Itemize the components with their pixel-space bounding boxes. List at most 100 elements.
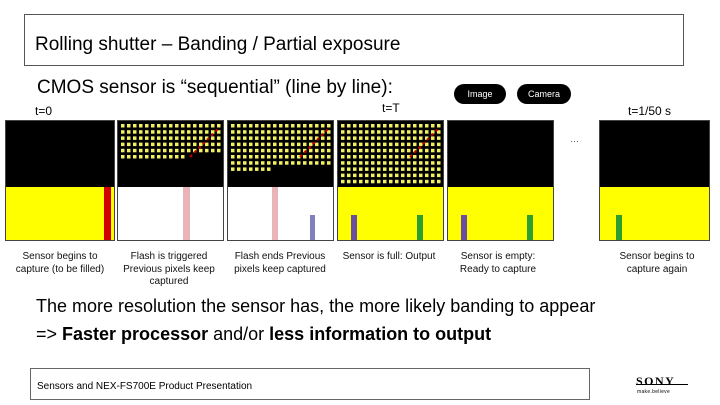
sensor-pixel bbox=[217, 148, 221, 153]
sensor-pixel bbox=[205, 148, 209, 153]
sensor-pixel bbox=[437, 161, 441, 165]
sensor-pixel bbox=[315, 142, 319, 147]
sensor-pixel bbox=[383, 155, 387, 159]
sensor-pixel bbox=[437, 179, 441, 184]
sensor-pixel bbox=[205, 136, 209, 140]
sensor-pixel bbox=[395, 142, 399, 147]
sensor-pixel bbox=[321, 142, 325, 147]
sensor-pixel bbox=[341, 161, 345, 165]
sensor-pixel bbox=[249, 167, 253, 171]
sensor-pixel bbox=[267, 148, 271, 153]
sensor-pixel bbox=[383, 148, 387, 153]
sensor-pixel bbox=[187, 148, 191, 153]
sensor-pixel bbox=[359, 124, 363, 128]
sensor-pixel bbox=[315, 148, 319, 153]
sensor-pixel bbox=[365, 167, 369, 171]
sensor-pixel bbox=[205, 124, 209, 128]
sensor-pixel bbox=[365, 155, 369, 159]
sensor-pixel bbox=[389, 179, 393, 184]
sensor-panel-2 bbox=[117, 120, 224, 241]
sensor-pixel bbox=[231, 167, 235, 171]
sensor-pixel bbox=[395, 173, 399, 178]
sensor-pixel bbox=[169, 148, 173, 153]
sensor-panel-3 bbox=[227, 120, 334, 241]
sensor-pixel bbox=[413, 179, 417, 184]
sensor-pixel bbox=[303, 148, 307, 153]
sensor-pixel bbox=[383, 130, 387, 134]
sensor-pixel bbox=[437, 167, 441, 171]
sensor-pixel bbox=[401, 167, 405, 171]
sensor-pixel bbox=[145, 130, 149, 134]
sensor-pixel bbox=[347, 161, 351, 165]
sensor-pixel bbox=[151, 136, 155, 140]
sensor-pixel bbox=[303, 142, 307, 147]
sensor-pixel bbox=[377, 124, 381, 128]
sensor-pixel bbox=[359, 179, 363, 184]
sensor-pixel bbox=[383, 179, 387, 184]
sensor-pixel bbox=[377, 148, 381, 153]
sensor-pixel bbox=[181, 124, 185, 128]
sensor-pixel bbox=[151, 155, 155, 159]
sensor-pixel bbox=[371, 173, 375, 178]
sensor-pixel bbox=[243, 167, 247, 171]
sensor-pixel bbox=[169, 136, 173, 140]
sensor-pixel bbox=[347, 136, 351, 140]
sensor-pixel bbox=[359, 173, 363, 178]
sensor-pixel bbox=[231, 148, 235, 153]
camera-badge: Camera bbox=[517, 84, 571, 104]
sensor-pixel bbox=[175, 130, 179, 134]
sensor-pixel bbox=[413, 167, 417, 171]
sensor-pixel bbox=[407, 173, 411, 178]
sensor-pixel bbox=[193, 130, 197, 134]
sensor-pixel bbox=[353, 130, 357, 134]
sensor-pixel bbox=[315, 124, 319, 128]
sensor-pixel bbox=[139, 136, 143, 140]
sensor-pixel bbox=[359, 142, 363, 147]
sensor-pixel bbox=[395, 136, 399, 140]
sensor-pixel bbox=[261, 155, 265, 159]
sensor-pixel bbox=[145, 148, 149, 153]
sensor-pixel bbox=[341, 148, 345, 153]
sensor-pixel bbox=[383, 142, 387, 147]
sensor-pixel bbox=[291, 161, 295, 165]
sensor-pixel bbox=[261, 136, 265, 140]
sensor-pixel bbox=[127, 148, 131, 153]
sensor-pixel bbox=[431, 130, 435, 134]
sensor-pixel bbox=[261, 167, 265, 171]
sensor-pixel bbox=[231, 161, 235, 165]
sensor-pixel bbox=[169, 155, 173, 159]
sensor-pixel bbox=[175, 124, 179, 128]
sensor-pixel bbox=[383, 167, 387, 171]
sensor-pixel bbox=[231, 136, 235, 140]
sensor-pixel bbox=[327, 161, 331, 165]
sensor-pixel bbox=[127, 136, 131, 140]
sensor-pixel bbox=[371, 124, 375, 128]
sensor-pixel bbox=[365, 142, 369, 147]
sensor-pixel bbox=[359, 167, 363, 171]
sensor-pixel bbox=[261, 161, 265, 165]
sensor-pixel bbox=[297, 148, 301, 153]
sensor-pixel bbox=[425, 136, 429, 140]
sensor-pixel bbox=[133, 142, 137, 147]
sensor-pixel bbox=[303, 130, 307, 134]
sensor-pixel bbox=[267, 124, 271, 128]
sensor-pixel bbox=[273, 161, 277, 165]
sensor-pixel bbox=[237, 130, 241, 134]
sensor-pixel bbox=[353, 124, 357, 128]
sensor-pixel bbox=[193, 124, 197, 128]
sensor-pixel bbox=[255, 155, 259, 159]
sensor-pixel bbox=[255, 136, 259, 140]
sensor-pixel bbox=[359, 161, 363, 165]
sensor-pixel bbox=[315, 136, 319, 140]
sensor-pixel bbox=[133, 124, 137, 128]
sensor-pixel bbox=[157, 148, 161, 153]
sensor-pixel bbox=[371, 142, 375, 147]
sensor-pixel bbox=[365, 130, 369, 134]
sensor-pixel bbox=[285, 124, 289, 128]
sensor-pixel bbox=[193, 142, 197, 147]
sensor-pixel bbox=[303, 124, 307, 128]
sensor-pixel bbox=[371, 148, 375, 153]
sensor-pixel bbox=[181, 142, 185, 147]
sensor-pixel bbox=[389, 161, 393, 165]
sensor-pixel bbox=[121, 148, 125, 153]
